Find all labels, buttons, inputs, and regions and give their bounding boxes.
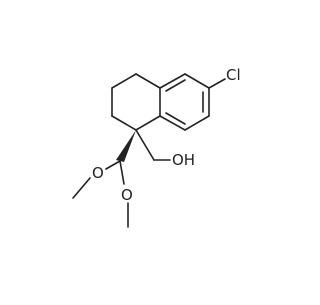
bond-ring-c2-c1 bbox=[111, 115, 137, 131]
hydroxyl-label: OH bbox=[172, 151, 195, 169]
bond-c1-ch2 bbox=[135, 129, 155, 161]
methoxy-oxygen-upper-label: O bbox=[92, 164, 104, 182]
methoxy-oxygen-lower-label: O bbox=[121, 186, 133, 204]
bond-aromatic-double-1 bbox=[165, 79, 186, 92]
saturated-ring bbox=[111, 73, 161, 131]
bond-ch-o-lower bbox=[119, 160, 125, 185]
bond-aromatic-1 bbox=[159, 73, 186, 89]
bond-ring-c1-c4a bbox=[135, 115, 161, 131]
bond-ring-c8a-c4 bbox=[135, 73, 161, 89]
bond-aromatic-double-3 bbox=[165, 112, 186, 125]
bond-aromatic-2 bbox=[184, 73, 210, 89]
chlorine-label: Cl bbox=[226, 66, 241, 84]
bond-aromatic-5 bbox=[159, 115, 186, 131]
structure-canvas: Cl OH O O bbox=[72, 66, 241, 228]
bond-ring-c4-c3 bbox=[111, 73, 137, 89]
bond-c-cl bbox=[208, 78, 226, 89]
bond-ch-o-upper bbox=[105, 160, 121, 170]
bond-aromatic-4 bbox=[184, 115, 210, 131]
wedge-bond bbox=[116, 130, 136, 162]
molecule-structure: Cl OH O O bbox=[72, 66, 241, 228]
aromatic-ring bbox=[159, 73, 210, 131]
bond-o-ch3-upper bbox=[72, 177, 91, 199]
